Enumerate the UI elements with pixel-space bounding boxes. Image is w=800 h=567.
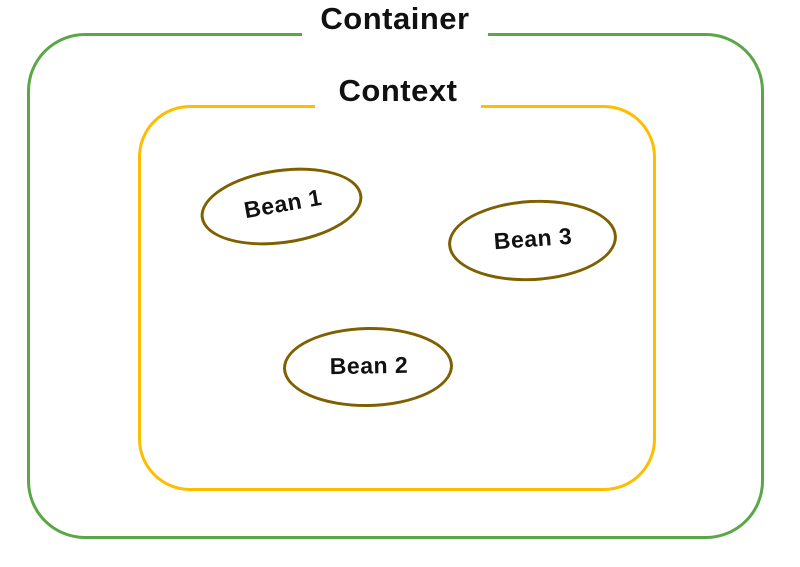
bean-2-label: Bean 2 — [329, 351, 409, 380]
context-label: Context — [315, 75, 481, 108]
container-label: Container — [302, 3, 488, 36]
bean-3-label: Bean 3 — [492, 222, 573, 255]
context-box — [138, 105, 656, 491]
